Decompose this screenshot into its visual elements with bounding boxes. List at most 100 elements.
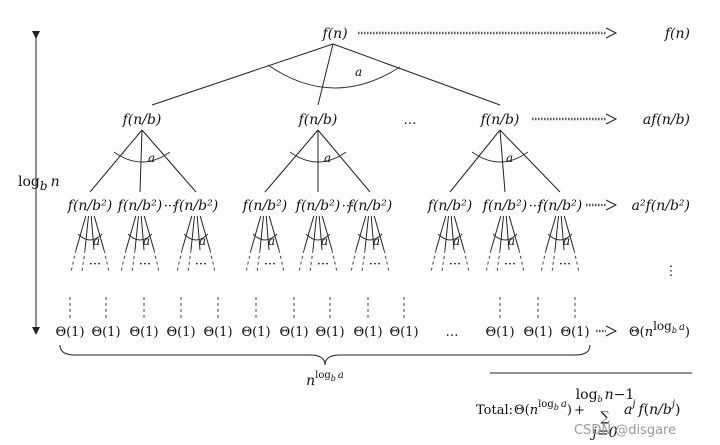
level1-branch	[264, 129, 319, 193]
root-branch-label: a	[355, 65, 362, 79]
leaf-node: Θ(1)	[560, 325, 589, 340]
watermark: CSDN @disgare	[574, 423, 676, 438]
leaf-node: Θ(1)	[523, 325, 552, 340]
level1-branch	[317, 129, 371, 193]
root-branch-1	[151, 43, 334, 106]
level3-branch	[563, 215, 575, 251]
level3-branch	[265, 215, 270, 251]
level3-branch-arc	[127, 233, 153, 241]
height-label-base: b	[40, 179, 48, 193]
level3-branch	[84, 215, 89, 251]
leaf-node: Θ(1)	[203, 325, 232, 340]
level3-dashed-branch	[70, 249, 77, 273]
level3-dashed-branch	[278, 249, 285, 273]
level3-mini-ellipsis: ···	[369, 257, 381, 272]
level1-node-3: f(n/b)	[480, 112, 520, 128]
level3-mini-ellipsis: ···	[264, 257, 276, 272]
leaf-node: Θ(1)	[241, 325, 270, 340]
level3-subtrees: a···a···a···a···a···a···a···a···a···	[70, 215, 580, 273]
level3-dashed-branch	[383, 249, 390, 273]
level1-node-2: f(n/b)	[298, 112, 338, 128]
level3-dashed-branch	[361, 249, 366, 273]
level3-mini-ellipsis: ···	[317, 257, 329, 272]
root-cost-arrowhead	[605, 27, 618, 39]
level3-dashed-branch	[187, 249, 192, 273]
level3-branch	[560, 215, 565, 251]
level3-dashed-branch	[245, 249, 252, 273]
level3-branch-label: a	[373, 234, 380, 248]
sum-symbol: ∑	[600, 410, 610, 425]
level3-dashed-branch	[176, 249, 183, 273]
level3-branch-label: a	[199, 234, 206, 248]
leaf-node: Θ(1)	[166, 325, 195, 340]
level3-mini-ellipsis: ···	[449, 257, 461, 272]
level3-dashed-branch	[430, 249, 437, 273]
level3-branch-arc	[183, 233, 209, 241]
leaf-node: Θ(1)	[315, 325, 344, 340]
level2-inline-ellipsis: ···	[164, 199, 176, 214]
total-plus: +	[574, 403, 585, 418]
level3-branch	[125, 215, 137, 251]
level3-branch	[303, 215, 315, 251]
leaf-node: Θ(1)	[353, 325, 382, 340]
level2-nodes: f(n/b²)f(n/b²)···f(n/b²)f(n/b²)f(n/b²)··…	[67, 198, 582, 214]
level3-dashed-branch	[331, 249, 338, 273]
level2-node: f(n/b²)	[347, 198, 392, 214]
total-prefix: Total:	[476, 403, 513, 418]
level2-node: f(n/b²)	[427, 198, 472, 214]
level3-dashed-branch	[298, 249, 305, 273]
level3-dashed-branch	[103, 249, 110, 273]
sum-lower-limit: j=0	[590, 425, 618, 441]
level2-node: f(n/b²)	[295, 198, 340, 214]
level3-branch	[318, 215, 323, 251]
level3-branch	[321, 215, 333, 251]
root-branch-3	[332, 43, 501, 106]
level3-branch-label: a	[268, 234, 275, 248]
level3-dashed-branch	[496, 249, 501, 273]
level3-dashed-branch	[518, 249, 525, 273]
level3-branch	[554, 215, 559, 251]
leaf-ellipsis: …	[446, 325, 459, 340]
level3-dashed-branch	[350, 249, 357, 273]
level1-node-1: f(n/b)	[122, 112, 162, 128]
level1-cost-arrowhead	[605, 113, 618, 125]
level2-node: f(n/b²)	[67, 198, 112, 214]
level3-dashed-branch	[81, 249, 86, 273]
level3-branch-arc	[77, 233, 103, 241]
level3-dashed-branch	[309, 249, 314, 273]
level1-branch-label: a	[324, 151, 331, 165]
leaf-node: Θ(1)	[91, 325, 120, 340]
level2-cost-arrowhead	[605, 199, 618, 211]
level3-dashed-branch	[485, 249, 492, 273]
level1-branch	[141, 129, 197, 193]
level3-branch-arc	[252, 233, 278, 241]
leaf-node: Θ(1)	[485, 325, 514, 340]
level3-dashed-branch	[463, 249, 470, 273]
level3-branch-arc	[305, 233, 331, 241]
level3-branch	[140, 215, 145, 251]
level3-dashed-branch	[153, 249, 160, 273]
level1-branch-arc	[471, 151, 529, 163]
level1-cost-label: af(n/b)	[643, 112, 690, 128]
level2-node: f(n/b²)	[537, 198, 582, 214]
level3-branch	[268, 215, 280, 251]
level1-branch	[499, 129, 506, 193]
level3-dashed-branch	[209, 249, 216, 273]
root-cost-label: f(n)	[664, 26, 690, 42]
level2-node: f(n/b²)	[117, 198, 162, 214]
level3-branch	[181, 215, 193, 251]
level3-dashed-branch	[540, 249, 547, 273]
level3-branch-arc	[547, 233, 573, 241]
level3-mini-ellipsis: ···	[559, 257, 571, 272]
level3-branch	[508, 215, 520, 251]
level3-branch	[134, 215, 139, 251]
level3-branch-label: a	[321, 234, 328, 248]
level3-branch	[370, 215, 375, 251]
level3-branch	[355, 215, 367, 251]
level3-dashed-branch	[131, 249, 136, 273]
leaf-node: Θ(1)	[279, 325, 308, 340]
